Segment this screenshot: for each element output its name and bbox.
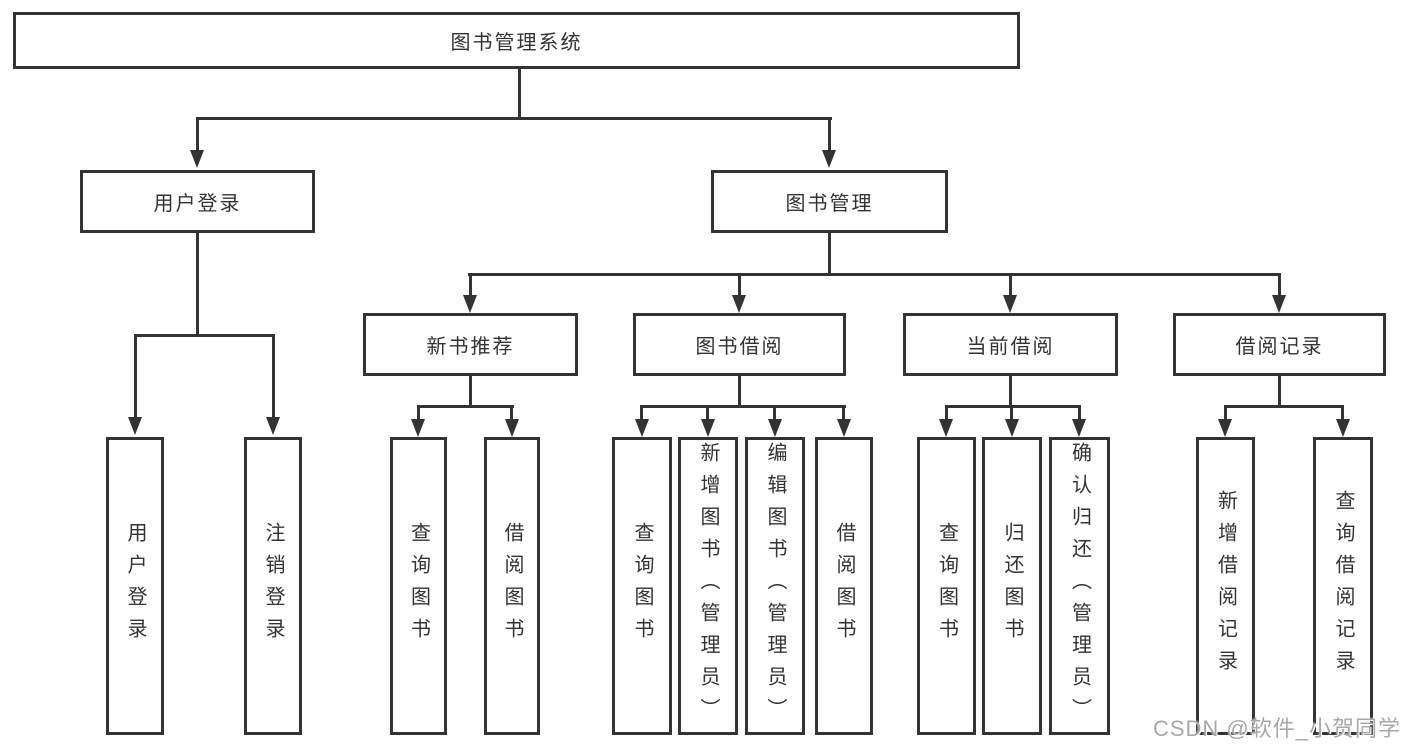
leaf-bb-edit-books: 编辑图书（管理员） bbox=[745, 437, 805, 735]
leaf-bb-edit-books-label: 编辑图书（管理员） bbox=[764, 442, 786, 730]
node-current-borrow: 当前借阅 bbox=[903, 313, 1118, 376]
connector-line bbox=[196, 117, 199, 152]
leaf-br-add-record-label: 新增借阅记录 bbox=[1214, 490, 1237, 682]
connector-line bbox=[518, 68, 521, 118]
node-root-library-system: 图书管理系统 bbox=[13, 12, 1020, 69]
connector-line bbox=[738, 376, 741, 407]
node-book-borrow-label: 图书借阅 bbox=[695, 336, 784, 358]
arrow-down-icon bbox=[1336, 419, 1350, 437]
node-book-borrow: 图书借阅 bbox=[633, 313, 846, 376]
connector-line bbox=[272, 334, 275, 419]
connector-line bbox=[1010, 405, 1013, 421]
connector-line bbox=[1078, 405, 1081, 421]
leaf-bb-query-books-label: 查询图书 bbox=[631, 522, 653, 650]
leaf-br-query-record-label: 查询借阅记录 bbox=[1332, 490, 1354, 682]
connector-line bbox=[1341, 405, 1344, 421]
arrow-down-icon bbox=[1218, 419, 1232, 437]
connector-line bbox=[1278, 376, 1281, 407]
arrow-down-icon bbox=[837, 419, 851, 437]
node-book-management: 图书管理 bbox=[711, 170, 948, 233]
node-new-book-recommend: 新书推荐 bbox=[363, 313, 578, 376]
leaf-bb-borrow-books-label: 借阅图书 bbox=[833, 522, 855, 650]
node-book-management-label: 图书管理 bbox=[785, 193, 874, 215]
arrow-down-icon bbox=[1072, 419, 1086, 437]
leaf-bb-add-books-label: 新增图书（管理员） bbox=[697, 442, 719, 730]
arrow-down-icon bbox=[266, 417, 280, 435]
leaf-rec-borrow-books: 借阅图书 bbox=[484, 437, 540, 735]
leaf-cb-confirm-return-label: 确认归还（管理员） bbox=[1068, 442, 1091, 730]
arrow-down-icon bbox=[768, 419, 782, 437]
connector-line bbox=[945, 405, 1081, 408]
leaf-br-query-record: 查询借阅记录 bbox=[1313, 437, 1373, 735]
connector-line bbox=[196, 117, 832, 120]
leaf-rec-borrow-books-label: 借阅图书 bbox=[501, 522, 523, 650]
connector-line bbox=[134, 334, 275, 337]
leaf-cb-query-books-label: 查询图书 bbox=[935, 522, 958, 650]
arrow-down-icon bbox=[1272, 295, 1286, 313]
connector-line bbox=[1224, 405, 1344, 408]
leaf-rec-query-books: 查询图书 bbox=[390, 437, 447, 735]
leaf-logout: 注销登录 bbox=[244, 437, 302, 735]
leaf-user-login-label: 用户登录 bbox=[124, 522, 146, 650]
connector-line bbox=[417, 405, 420, 421]
connector-line bbox=[469, 376, 472, 407]
connector-line bbox=[510, 405, 513, 421]
connector-line bbox=[773, 405, 776, 421]
node-borrow-records: 借阅记录 bbox=[1173, 313, 1386, 376]
connector-line bbox=[842, 405, 845, 421]
arrow-down-icon bbox=[411, 419, 425, 437]
leaf-cb-return-books: 归还图书 bbox=[982, 437, 1042, 735]
connector-line bbox=[738, 273, 741, 297]
leaf-cb-confirm-return: 确认归还（管理员） bbox=[1049, 437, 1110, 735]
node-borrow-records-label: 借阅记录 bbox=[1235, 336, 1324, 358]
connector-line bbox=[417, 405, 514, 408]
node-current-borrow-label: 当前借阅 bbox=[966, 336, 1055, 358]
arrow-down-icon bbox=[1005, 419, 1019, 437]
arrow-down-icon bbox=[190, 150, 204, 168]
connector-line bbox=[1224, 405, 1227, 421]
arrow-down-icon bbox=[505, 419, 519, 437]
arrow-down-icon bbox=[1003, 295, 1017, 313]
arrow-down-icon bbox=[701, 419, 715, 437]
connector-line bbox=[1009, 376, 1012, 407]
node-root-label: 图书管理系统 bbox=[450, 32, 583, 54]
arrow-down-icon bbox=[128, 417, 142, 435]
arrow-down-icon bbox=[463, 295, 477, 313]
leaf-bb-borrow-books: 借阅图书 bbox=[815, 437, 873, 735]
leaf-bb-add-books: 新增图书（管理员） bbox=[678, 437, 738, 735]
connector-line bbox=[196, 233, 199, 336]
connector-line bbox=[640, 405, 643, 421]
connector-line bbox=[828, 117, 831, 152]
arrow-down-icon bbox=[822, 150, 836, 168]
leaf-rec-query-books-label: 查询图书 bbox=[407, 522, 430, 650]
leaf-bb-query-books: 查询图书 bbox=[612, 437, 672, 735]
connector-line bbox=[134, 334, 137, 419]
connector-line bbox=[469, 273, 472, 297]
connector-line bbox=[1009, 273, 1012, 297]
arrow-down-icon bbox=[939, 419, 953, 437]
connector-line bbox=[468, 273, 1281, 276]
node-user-login-label: 用户登录 bbox=[153, 193, 242, 215]
connector-line bbox=[1278, 273, 1281, 297]
arrow-down-icon bbox=[635, 419, 649, 437]
leaf-cb-return-books-label: 归还图书 bbox=[1001, 522, 1023, 650]
arrow-down-icon bbox=[732, 295, 746, 313]
node-user-login: 用户登录 bbox=[80, 170, 315, 233]
node-new-book-recommend-label: 新书推荐 bbox=[426, 336, 515, 358]
connector-line bbox=[945, 405, 948, 421]
leaf-br-add-record: 新增借阅记录 bbox=[1196, 437, 1255, 735]
leaf-cb-query-books: 查询图书 bbox=[917, 437, 976, 735]
connector-line bbox=[640, 405, 846, 408]
connector-line bbox=[706, 405, 709, 421]
connector-line bbox=[828, 233, 831, 276]
leaf-logout-label: 注销登录 bbox=[262, 522, 284, 650]
csdn-watermark: CSDN @软件_小贺同学 bbox=[1152, 716, 1401, 741]
leaf-user-login: 用户登录 bbox=[106, 437, 164, 735]
